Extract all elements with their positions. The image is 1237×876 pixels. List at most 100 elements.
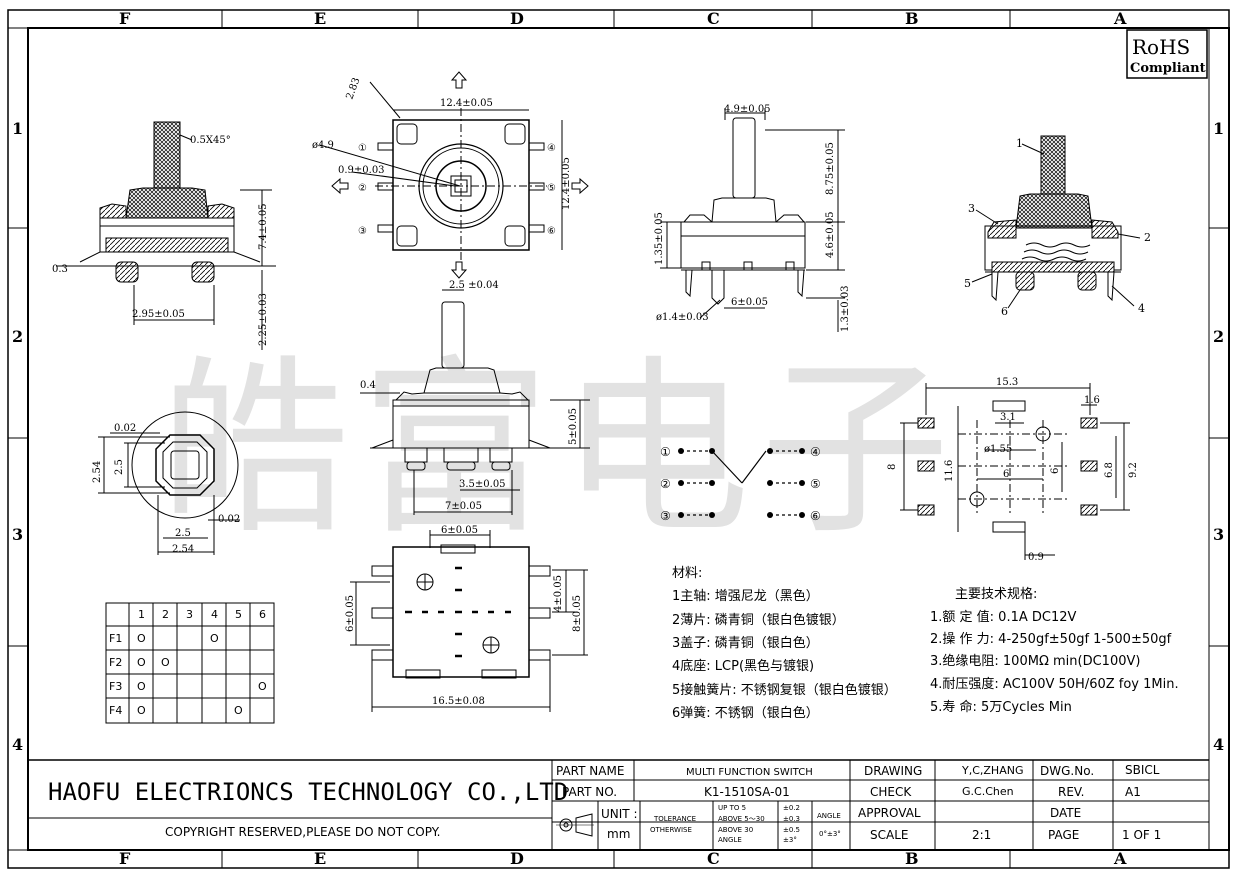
svg-text:7.4±0.05: 7.4±0.05 (258, 203, 269, 250)
svg-text:ANGLE: ANGLE (817, 812, 841, 820)
svg-text:DWG.No.: DWG.No. (1040, 764, 1094, 778)
truth-table-col-header: 1 (138, 608, 145, 621)
svg-text:③: ③ (660, 509, 671, 523)
svg-text:16.5±0.08: 16.5±0.08 (432, 696, 485, 707)
row-label: 3 (1213, 525, 1224, 544)
svg-text:DRAWING: DRAWING (864, 764, 922, 778)
pcb-layout (900, 383, 1130, 560)
col-label: E (314, 9, 326, 28)
row-label: 4 (1213, 735, 1224, 754)
svg-text:APPROVAL: APPROVAL (858, 806, 921, 820)
rohs-badge: RoHS Compliant (1126, 29, 1208, 79)
col-label: E (314, 849, 326, 868)
circuit-schematic (678, 448, 805, 518)
svg-text:5.寿 命: 5万Cycles Min: 5.寿 命: 5万Cycles Min (930, 699, 1072, 715)
svg-text:0.02: 0.02 (114, 423, 136, 434)
svg-text:TOLERANCE: TOLERANCE (653, 815, 696, 823)
svg-text:SCALE: SCALE (870, 828, 908, 842)
truth-table-row-label: F3 (109, 680, 122, 693)
svg-text:2.操 作 力: 4-250gf±50gf 1-500±50: 2.操 作 力: 4-250gf±50gf 1-500±50gf (930, 631, 1172, 647)
svg-text:K1-1510SA-01: K1-1510SA-01 (704, 785, 790, 799)
svg-text:UP TO 5: UP TO 5 (718, 804, 746, 812)
callout-2: 2 (1144, 231, 1151, 244)
svg-text:1.6: 1.6 (1084, 395, 1100, 406)
svg-text:②: ② (358, 183, 367, 194)
truth-table-col-header: 5 (235, 608, 242, 621)
svg-text:DATE: DATE (1050, 806, 1081, 820)
svg-text:⑥: ⑥ (547, 226, 556, 237)
svg-text:REV.: REV. (1058, 785, 1084, 799)
svg-text:4底座: LCP(黑色与镀银): 4底座: LCP(黑色与镀银) (672, 658, 814, 674)
svg-text:④: ④ (547, 143, 556, 154)
svg-text:2.5 ±0.04: 2.5 ±0.04 (449, 280, 499, 291)
svg-text:PART NO.: PART NO. (562, 785, 617, 799)
svg-text:6.8: 6.8 (1104, 462, 1115, 478)
cross-section-callouts: 1 2 3 4 5 6 (964, 137, 1151, 318)
column-labels-bottom: F E D C B A (119, 849, 1127, 868)
svg-text:ø4.9: ø4.9 (312, 140, 334, 151)
svg-text:2.25±0.03: 2.25±0.03 (258, 293, 269, 346)
svg-text:9.2: 9.2 (1128, 462, 1139, 478)
truth-table (105, 602, 275, 724)
truth-table-cell: O (161, 656, 170, 669)
svg-text:±0.2: ±0.2 (783, 804, 800, 812)
truth-table-row-label: F2 (109, 656, 122, 669)
svg-text:6±0.05: 6±0.05 (731, 297, 768, 308)
col-label: C (707, 9, 720, 28)
svg-text:1.35±0.05: 1.35±0.05 (654, 212, 665, 265)
svg-text:11.6: 11.6 (944, 460, 955, 482)
svg-text:3.1: 3.1 (1000, 412, 1016, 423)
svg-text:0.02: 0.02 (218, 514, 240, 525)
svg-text:1主轴: 增强尼龙（黑色）: 1主轴: 增强尼龙（黑色） (672, 588, 819, 604)
svg-text:6±0.05: 6±0.05 (345, 595, 356, 632)
svg-text:4.9±0.05: 4.9±0.05 (724, 104, 771, 115)
svg-text:0.9±0.03: 0.9±0.03 (338, 165, 385, 176)
col-label: C (707, 849, 720, 868)
svg-text:①: ① (358, 143, 367, 154)
truth-table-col-header: 3 (186, 608, 193, 621)
svg-text:12.4±0.05: 12.4±0.05 (561, 157, 572, 210)
truth-table-cell: O (137, 704, 146, 717)
svg-text:2.54: 2.54 (172, 544, 194, 555)
truth-table-row-label: F1 (109, 632, 122, 645)
svg-text:1 OF 1: 1 OF 1 (1122, 828, 1161, 842)
svg-text:③: ③ (358, 226, 367, 237)
row-label: 2 (1213, 327, 1224, 346)
svg-text:G.C.Chen: G.C.Chen (962, 785, 1014, 798)
side-elevation-dims: 4.9±0.05 8.75±0.05 4.6±0.05 1.35±0.05 ø1… (654, 104, 851, 332)
svg-text:SBICL: SBICL (1125, 763, 1160, 777)
svg-text:3.5±0.05: 3.5±0.05 (459, 479, 506, 490)
side-view-dims: 0.5X45° 7.4±0.05 0.3 2.95±0.05 2.25±0.03 (52, 135, 269, 346)
truth-table-col-header: 2 (162, 608, 169, 621)
col-label: A (1113, 9, 1127, 28)
svg-text:CHECK: CHECK (870, 785, 912, 799)
svg-text:±0.5: ±0.5 (783, 826, 800, 834)
col-label: D (510, 9, 524, 28)
materials-list: 材料: 1主轴: 增强尼龙（黑色） 2薄片: 磷青铜（银白色镀银） 3盖子: 磷… (672, 566, 897, 721)
col-label: F (119, 849, 131, 868)
svg-text:±3°: ±3° (783, 836, 797, 844)
pcb-dims: 15.3 1.6 3.1 ø1.55 8 11.6 6 6 6.8 9.2 0.… (887, 377, 1139, 563)
svg-text:0.5X45°: 0.5X45° (190, 135, 231, 146)
cross-section (971, 135, 1141, 309)
truth-table-row-label: F4 (109, 704, 122, 717)
watermark: 皓富电子 (160, 339, 960, 560)
truth-table-cell: O (137, 656, 146, 669)
svg-text:2.54: 2.54 (92, 461, 103, 483)
callout-1: 1 (1016, 137, 1023, 150)
svg-text:2.5: 2.5 (114, 459, 125, 475)
svg-text:6: 6 (1003, 469, 1009, 480)
svg-text:5接触簧片: 不锈钢复银（银白色镀银）: 5接触簧片: 不锈钢复银（银白色镀银） (672, 682, 897, 698)
truth-table-cell: O (210, 632, 219, 645)
svg-text:ANGLE: ANGLE (718, 836, 742, 844)
callout-6: 6 (1001, 305, 1008, 318)
callout-3: 3 (968, 202, 975, 215)
front-view-dims: 2.5 ±0.04 0.4 5±0.05 3.5±0.05 7±0.05 (360, 280, 579, 512)
knob-dims: 0.02 2.54 2.5 2.5 2.54 0.02 (92, 423, 240, 555)
svg-text:RoHS: RoHS (1132, 35, 1190, 59)
circuit-labels: ① ② ③ ④ ⑤ ⑥ (660, 445, 821, 523)
svg-text:材料:: 材料: (672, 566, 702, 581)
front-view (360, 289, 590, 515)
top-view-terminals: ① ② ③ ④ ⑤ ⑥ (358, 143, 556, 237)
